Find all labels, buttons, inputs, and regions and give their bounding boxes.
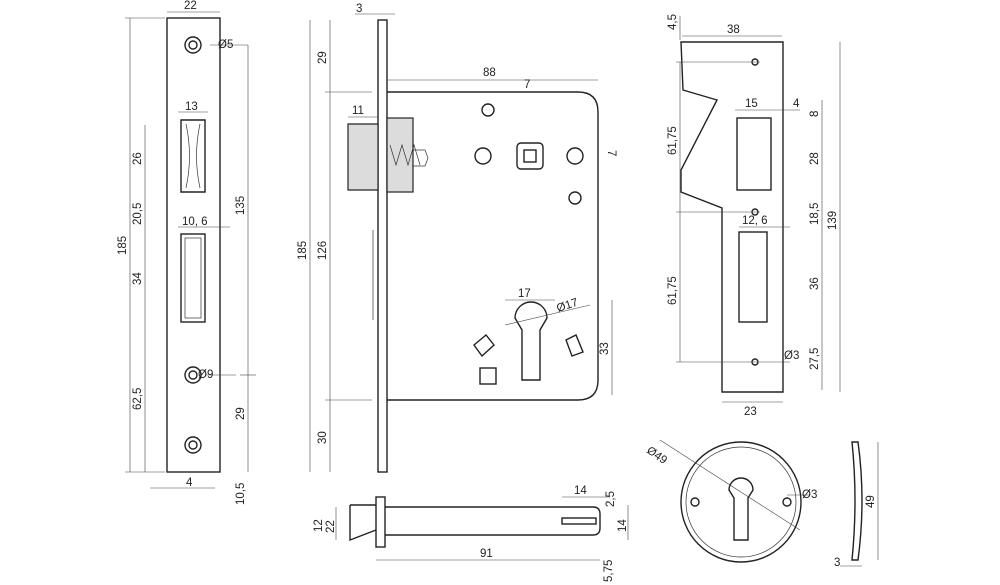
st-bottom: 27,5 [809,348,821,370]
strike-plate [676,16,841,403]
fp-dim-10-5: 10,5 [235,483,247,505]
st-pitch-bottom: 61,75 [667,276,679,305]
case-hole [481,103,495,117]
dimension-labels: 22 Ø5 13 10, 6 Ø9 4 185 26 20,5 34 62,5 … [117,0,877,582]
ro-diameter: Ø49 [644,445,669,467]
lb-thickness: 3 [356,3,362,15]
lb-dim-29: 29 [317,51,329,64]
rosette-outer [680,441,802,563]
latch-bolt [347,123,379,191]
lb-angle: 7 [524,79,530,91]
fp-dim-34: 34 [132,272,144,285]
lb-backset: 7 [605,150,617,156]
fp-bottom: 4 [186,477,193,489]
fp-dim-29: 29 [235,407,247,420]
lb-cyl-height: 33 [599,342,611,355]
lb-total-height: 185 [297,241,309,260]
fp-bolt-width: 10, 6 [182,216,208,228]
st-width: 38 [727,24,740,36]
lb-dim-30: 30 [317,431,329,444]
st-bolt-window: 12, 6 [742,215,768,227]
kb-step: 22 [325,520,337,533]
fp-latch-width: 13 [185,101,198,113]
rosette-cylinder-hole [728,477,754,541]
faceplate [125,11,256,489]
fp-dim-20-5: 20,5 [132,203,144,225]
st-hole-dia: Ø3 [784,350,799,362]
strike-outline [680,41,784,393]
fp-width: 22 [184,0,197,12]
lock-body [309,13,613,473]
bolt-window [180,233,206,323]
key-bar-plate [375,496,386,548]
fp-total-height: 185 [117,236,129,255]
fp-cyl-hole: Ø9 [198,369,213,381]
st-bolt-height: 36 [809,277,821,290]
strike-latch-window [736,117,772,191]
cylinder-cutout [514,301,548,381]
faceplate-outline [166,17,221,473]
st-window-margin: 4 [793,98,800,110]
st-bottom-width: 23 [744,406,757,418]
key-bar [335,496,629,561]
fp-dim-135: 135 [235,196,247,215]
fp-dim-62-5: 62,5 [132,388,144,410]
ro-height: 49 [865,495,877,508]
kb-length: 91 [480,548,493,560]
st-pitch-top: 61,75 [667,126,679,155]
fp-hole-dia: Ø5 [218,39,233,51]
faceplate-bottom-screw-hole [184,436,202,454]
lb-cyl-width: 17 [518,288,531,300]
latch-window [180,119,206,193]
lb-depth: 88 [483,67,496,79]
lock-front-plate [377,19,388,473]
faceplate-cylinder-screw-hole [184,366,202,384]
kb-tail: 14 [617,519,629,532]
follower [516,142,544,170]
lb-latch-length: 11 [352,105,364,117]
st-window-width: 15 [745,98,758,110]
kb-offset: 2,5 [605,491,617,507]
rosette [659,439,879,567]
kb-tip: 14 [574,485,587,497]
strike-bolt-window [738,231,768,323]
key-bar-body [385,506,601,536]
lb-dim-126: 126 [317,241,329,260]
st-window-top: 8 [809,111,821,117]
lb-cyl-dia: Ø17 [555,297,579,315]
st-total: 139 [827,211,839,230]
st-window-height: 28 [809,152,821,165]
kb-thickness: 12 [313,519,325,532]
key-bar-slot [561,517,597,525]
ro-hole-dia: Ø3 [802,489,817,501]
ro-thickness: 3 [834,557,840,569]
faceplate-top-screw-hole [184,36,202,54]
fp-dim-26: 26 [132,152,144,165]
st-gap: 18,5 [809,203,821,225]
lock-case [387,91,599,401]
kb-bottom: 5,75 [603,560,615,582]
st-top-offset: 4,5 [667,14,679,30]
rosette-side [851,441,863,561]
